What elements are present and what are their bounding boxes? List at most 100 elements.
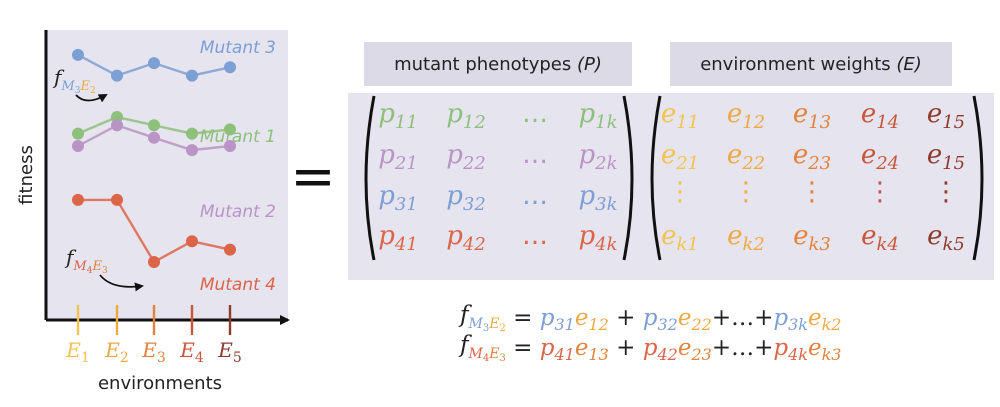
p-symbol: p bbox=[378, 99, 395, 129]
term-e: e bbox=[678, 335, 692, 361]
e-subscript: k3 bbox=[809, 234, 831, 255]
term-p-sub: 32 bbox=[657, 315, 677, 334]
term-e-sub: 13 bbox=[588, 345, 608, 364]
p-subscript: 4k bbox=[594, 234, 617, 255]
lhs-m: M bbox=[468, 346, 484, 362]
header-p-background bbox=[364, 42, 632, 86]
lhs-e: E bbox=[488, 346, 499, 362]
plus: + bbox=[609, 335, 643, 361]
equals: = bbox=[506, 305, 540, 331]
lhs-e-index: 3 bbox=[499, 353, 505, 364]
data-point-mutant-1-e5 bbox=[224, 123, 236, 136]
plus-ellipsis: +…+ bbox=[712, 305, 774, 331]
x-tick-label-e2: E2 bbox=[104, 338, 129, 366]
sub-m-index: 3 bbox=[75, 86, 81, 96]
p-cell-r4-c1: p41 bbox=[378, 221, 418, 255]
p-symbol: p bbox=[446, 181, 463, 211]
tick-subscript: 4 bbox=[195, 350, 204, 366]
term-e-sub: 23 bbox=[690, 345, 711, 364]
data-point-mutant-2-e4 bbox=[186, 144, 198, 157]
e-symbol: e bbox=[927, 99, 942, 129]
p-cell-r3-c3: … bbox=[522, 181, 548, 211]
data-point-mutant-3-e1 bbox=[72, 48, 84, 61]
p-cell-r3-c4: p3k bbox=[578, 181, 617, 215]
p-subscript: 3k bbox=[595, 194, 617, 215]
annotation-arrow-1 bbox=[75, 94, 108, 103]
term-p: p bbox=[773, 305, 788, 331]
p-subscript: 22 bbox=[462, 153, 486, 174]
p-symbol: p bbox=[378, 181, 395, 211]
e-cell-r4-c2: ek2 bbox=[727, 221, 765, 255]
p-symbol: p bbox=[578, 221, 595, 251]
p-cell-r4-c4: p4k bbox=[578, 221, 617, 255]
data-point-mutant-4-e4 bbox=[186, 235, 198, 248]
p-cell-r1-c2: p12 bbox=[446, 99, 486, 133]
e-cell-r1-c5: e15 bbox=[927, 99, 965, 133]
e-cell-r3-c2: ⋮ bbox=[733, 177, 759, 207]
lhs-m-index: 3 bbox=[483, 323, 489, 334]
series-label-mutant-4: Mutant 4 bbox=[200, 275, 276, 295]
annotation-f-m4-e3: fM4E3 bbox=[64, 245, 108, 276]
e-right-paren bbox=[972, 95, 984, 261]
term-e: e bbox=[575, 305, 589, 331]
equals: = bbox=[506, 335, 540, 361]
e-left-paren bbox=[650, 95, 662, 261]
term-p: p bbox=[643, 335, 658, 361]
e-cell-r2-c2: e22 bbox=[727, 140, 765, 174]
term-p-sub: 42 bbox=[656, 345, 677, 364]
sub-e-index: 2 bbox=[90, 86, 96, 96]
p-symbol: p bbox=[378, 221, 395, 251]
x-tick-label-e3: E3 bbox=[141, 338, 166, 366]
sub-e: E bbox=[79, 79, 90, 94]
e-cell-r1-c2: e12 bbox=[727, 99, 765, 133]
e-subscript: 13 bbox=[808, 112, 831, 133]
term-e-sub: 22 bbox=[690, 315, 711, 334]
e-cell-r2-c3: e23 bbox=[793, 140, 831, 174]
header-e-background bbox=[670, 42, 952, 86]
p-subscript: 12 bbox=[463, 112, 486, 133]
sub-e-index: 3 bbox=[102, 266, 108, 276]
e-cell-r4-c1: ek1 bbox=[661, 221, 699, 255]
e-subscript: k1 bbox=[677, 234, 699, 255]
e-symbol: e bbox=[727, 221, 742, 251]
tick-letter: E bbox=[141, 338, 157, 362]
e-cell-r4-c3: ek3 bbox=[793, 221, 831, 255]
e-cell-r1-c3: e13 bbox=[793, 99, 831, 133]
data-point-mutant-3-e5 bbox=[224, 61, 236, 74]
p-symbol: p bbox=[578, 140, 595, 170]
e-subscript: 11 bbox=[676, 112, 699, 133]
e-cell-r3-c4: ⋮ bbox=[867, 177, 893, 207]
x-tick-label-e1: E1 bbox=[65, 338, 90, 366]
series-label-mutant-2: Mutant 2 bbox=[200, 202, 276, 222]
e-cell-r3-c3: ⋮ bbox=[799, 177, 825, 207]
tick-subscript: 2 bbox=[120, 350, 129, 366]
equals-sign: = bbox=[290, 145, 335, 208]
header-mutant-phenotypes: mutant phenotypes (P) bbox=[394, 54, 602, 75]
tick-letter: E bbox=[65, 338, 81, 362]
e-symbol: e bbox=[927, 140, 942, 170]
data-point-mutant-1-e2 bbox=[111, 111, 123, 123]
p-cell-r2-c3: … bbox=[522, 140, 548, 170]
e-subscript: k4 bbox=[877, 234, 899, 255]
e-subscript: k2 bbox=[743, 234, 765, 255]
series-label-mutant-3: Mutant 3 bbox=[200, 38, 276, 58]
lhs-e: E bbox=[488, 316, 499, 332]
term-p: p bbox=[540, 335, 555, 361]
term-e-sub: k3 bbox=[822, 345, 842, 364]
tick-letter: E bbox=[104, 338, 120, 362]
p-cell-r3-c2: p32 bbox=[446, 181, 486, 215]
p-cell-r1-c1: p11 bbox=[378, 99, 418, 133]
term-p-sub: 4k bbox=[787, 345, 808, 364]
tick-subscript: 1 bbox=[81, 350, 90, 366]
term-e: e bbox=[575, 335, 589, 361]
e-subscript: 14 bbox=[876, 112, 899, 133]
e-cell-r1-c1: e11 bbox=[661, 99, 699, 133]
e-cell-r1-c4: e14 bbox=[861, 99, 899, 133]
f-symbol: f bbox=[458, 302, 472, 328]
e-cell-r4-c5: ek5 bbox=[927, 221, 965, 255]
f-symbol: f bbox=[458, 332, 472, 358]
e-subscript: 15 bbox=[942, 153, 965, 174]
term-e: e bbox=[808, 305, 822, 331]
p-subscript: 42 bbox=[462, 234, 486, 255]
